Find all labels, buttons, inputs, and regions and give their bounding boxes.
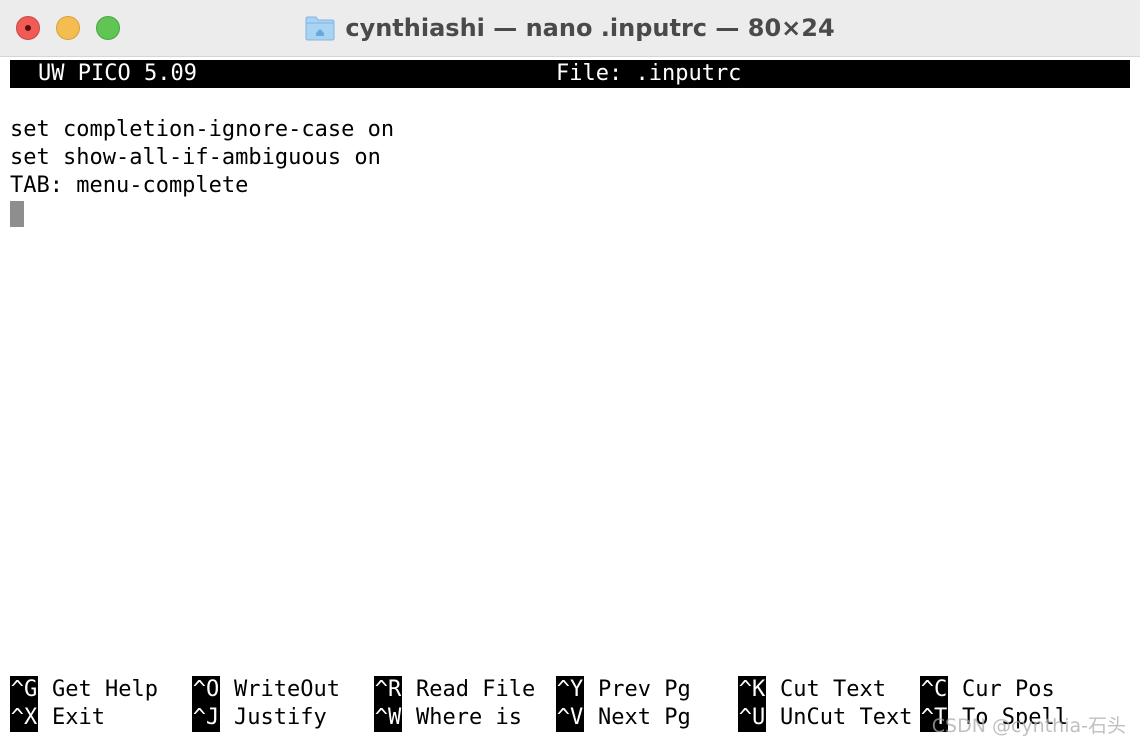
shortcut-label: Exit [52,705,105,730]
shortcut-prev-page[interactable]: ^Y Prev Pg [556,676,691,704]
shortcut-key: ^R [374,676,402,704]
maximize-button[interactable] [96,16,120,40]
shortcut-key: ^V [556,704,584,732]
editor-file-label: File: .inputrc [556,61,742,86]
shortcut-label: To Spell [962,705,1068,730]
home-folder-icon [305,16,335,41]
shortcut-label: WriteOut [234,677,340,702]
shortcut-key: ^U [738,704,766,732]
shortcut-get-help[interactable]: ^G Get Help [10,676,158,704]
shortcut-key: ^Y [556,676,584,704]
window-title: cynthiashi — nano .inputrc — 80×24 [345,14,835,42]
file-line[interactable]: set completion-ignore-case on [10,117,395,142]
shortcut-key: ^O [192,676,220,704]
shortcut-where-is[interactable]: ^W Where is [374,704,522,732]
shortcut-to-spell[interactable]: ^T To Spell [920,704,1068,732]
shortcut-label: Prev Pg [598,677,691,702]
shortcut-key: ^X [10,704,38,732]
shortcut-writeout[interactable]: ^O WriteOut [192,676,340,704]
shortcut-key: ^K [738,676,766,704]
shortcut-label: Get Help [52,677,158,702]
shortcut-key: ^T [920,704,948,732]
shortcut-label: Next Pg [598,705,691,730]
shortcut-read-file[interactable]: ^R Read File [374,676,535,704]
minimize-button[interactable] [56,16,80,40]
shortcut-cur-pos[interactable]: ^C Cur Pos [920,676,1055,704]
shortcut-uncut-text[interactable]: ^U UnCut Text [738,704,912,732]
shortcut-label: Justify [234,705,327,730]
shortcut-key: ^J [192,704,220,732]
shortcut-label: Read File [416,677,536,702]
title-bar[interactable]: cynthiashi — nano .inputrc — 80×24 [0,0,1140,57]
shortcut-next-page[interactable]: ^V Next Pg [556,704,691,732]
close-button[interactable] [16,16,40,40]
editor-version: UW PICO 5.09 [38,61,197,86]
shortcut-cut-text[interactable]: ^K Cut Text [738,676,886,704]
terminal-content[interactable]: UW PICO 5.09 File: .inputrc set completi… [0,57,1140,742]
editor-header-bar: UW PICO 5.09 File: .inputrc [10,60,1130,88]
shortcut-justify[interactable]: ^J Justify [192,704,327,732]
file-line[interactable]: set show-all-if-ambiguous on [10,145,381,170]
shortcut-label: Where is [416,705,522,730]
file-line[interactable]: TAB: menu-complete [10,173,249,198]
shortcut-key: ^C [920,676,948,704]
shortcut-key: ^G [10,676,38,704]
shortcut-exit[interactable]: ^X Exit [10,704,105,732]
shortcut-label: Cur Pos [962,677,1055,702]
text-cursor [10,201,24,227]
window-title-area: cynthiashi — nano .inputrc — 80×24 [0,0,1140,56]
watermark: CSDN @cynthia-石头 [931,715,1126,737]
shortcut-label: UnCut Text [780,705,913,730]
shortcut-label: Cut Text [780,677,886,702]
shortcut-key: ^W [374,704,402,732]
